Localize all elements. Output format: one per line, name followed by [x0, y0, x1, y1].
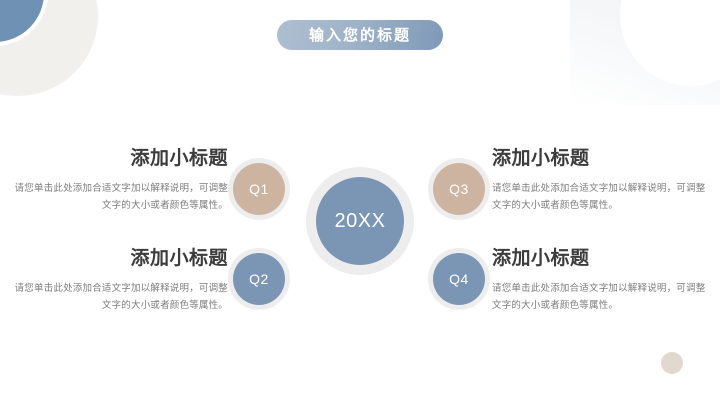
text-block-top-right[interactable]: 添加小标题 请您单击此处添加合适文字加以解释说明，可调整文字的大小或者颜色等属性…	[492, 148, 712, 215]
text-block-body: 请您单击此处添加合适文字加以解释说明，可调整文字的大小或者颜色等属性。	[492, 182, 706, 212]
quarter-badge-disc: Q2	[233, 253, 285, 305]
quarter-badge-label: Q3	[449, 181, 469, 197]
slide-title-pill[interactable]: 输入您的标题	[277, 20, 443, 50]
quarter-badge-q4[interactable]: Q4	[428, 248, 490, 310]
quarter-badge-q3[interactable]: Q3	[428, 158, 490, 220]
text-block-heading: 添加小标题	[130, 248, 228, 269]
text-block-heading: 添加小标题	[130, 148, 228, 169]
quarter-badge-q2[interactable]: Q2	[228, 248, 290, 310]
quarter-badge-label: Q4	[449, 271, 469, 287]
center-year-label: 20XX	[334, 209, 386, 232]
quarter-badge-label: Q1	[249, 181, 269, 197]
text-block-bottom-right[interactable]: 添加小标题 请您单击此处添加合适文字加以解释说明，可调整文字的大小或者颜色等属性…	[492, 248, 712, 315]
text-block-body: 请您单击此处添加合适文字加以解释说明，可调整文字的大小或者颜色等属性。	[14, 282, 228, 312]
text-block-top-left[interactable]: 添加小标题 请您单击此处添加合适文字加以解释说明，可调整文字的大小或者颜色等属性…	[8, 148, 228, 215]
center-year-badge[interactable]: 20XX	[306, 167, 414, 275]
decor-bottom-right-dot-icon	[661, 352, 683, 374]
text-block-heading: 添加小标题	[492, 248, 590, 269]
quarter-badge-label: Q2	[249, 271, 269, 287]
quarter-badge-q1[interactable]: Q1	[228, 158, 290, 220]
page-title: 输入您的标题	[308, 26, 411, 44]
text-block-bottom-left[interactable]: 添加小标题 请您单击此处添加合适文字加以解释说明，可调整文字的大小或者颜色等属性…	[8, 248, 228, 315]
quarter-badge-disc: Q4	[433, 253, 485, 305]
quarter-badge-disc: Q1	[233, 163, 285, 215]
quarter-badge-disc: Q3	[433, 163, 485, 215]
text-block-body: 请您单击此处添加合适文字加以解释说明，可调整文字的大小或者颜色等属性。	[14, 182, 228, 212]
text-block-heading: 添加小标题	[492, 148, 590, 169]
center-year-disc: 20XX	[316, 177, 404, 265]
text-block-body: 请您单击此处添加合适文字加以解释说明，可调整文字的大小或者颜色等属性。	[492, 282, 706, 312]
